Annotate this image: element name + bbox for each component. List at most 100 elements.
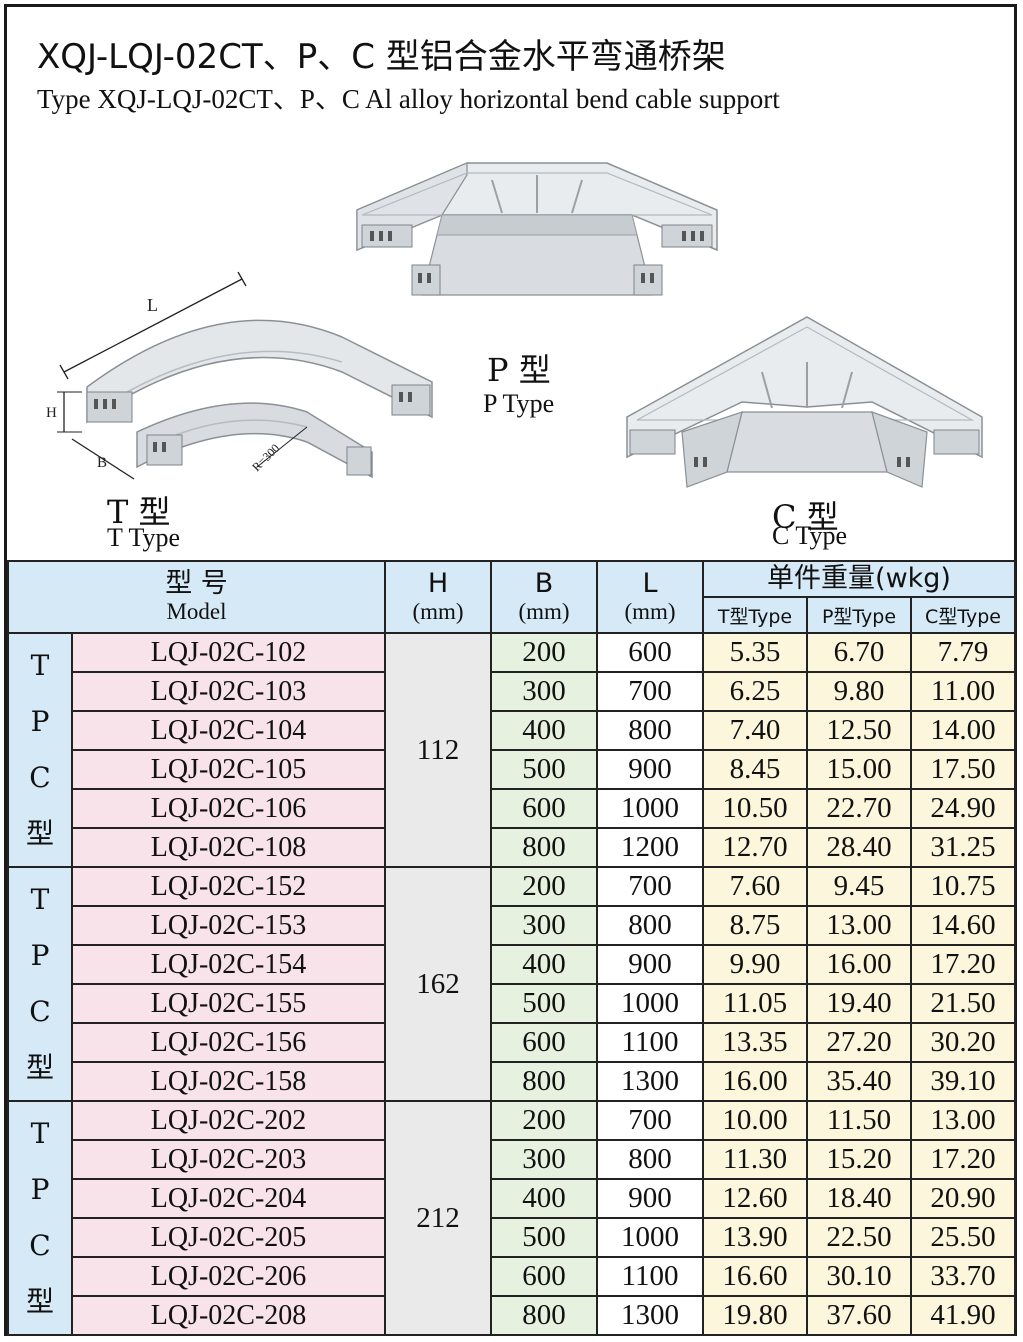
b-cell: 300 (490, 671, 598, 712)
b-cell: 800 (490, 827, 598, 868)
group-label-char: 型 (25, 817, 54, 850)
t-weight-cell: 13.90 (702, 1217, 808, 1258)
t-weight-cell: 10.50 (702, 788, 808, 829)
group-label-char: C (29, 995, 51, 1028)
model-header: 型 号 Model (7, 560, 386, 634)
weight-header: 单件重量(wkg) (701, 560, 1017, 598)
c-weight-cell: 17.20 (909, 944, 1017, 985)
dim-h-label: H (46, 405, 57, 421)
dim-b-label: B (97, 455, 107, 471)
p-weight-cell: 15.20 (806, 1139, 912, 1180)
p-type-illustration (356, 162, 718, 296)
l-cell: 700 (596, 1100, 704, 1141)
model-cell: LQJ-02C-205 (71, 1217, 386, 1258)
t-weight-cell: 11.05 (702, 983, 808, 1024)
model-cell: LQJ-02C-203 (71, 1139, 386, 1180)
p-weight-cell: 15.00 (806, 749, 912, 790)
p-weight-cell: 19.40 (806, 983, 912, 1024)
c-type-weight-header: C型Type (909, 596, 1017, 634)
b-cell: 200 (490, 1100, 598, 1141)
c-weight-cell: 41.90 (909, 1295, 1017, 1336)
group-label-char: 型 (25, 1051, 54, 1084)
l-cell: 1100 (596, 1022, 704, 1063)
b-cell: 500 (490, 983, 598, 1024)
t-weight-cell: 5.35 (702, 632, 808, 673)
model-cell: LQJ-02C-105 (71, 749, 386, 790)
p-weight-cell: 9.45 (806, 866, 912, 907)
t-weight-cell: 11.30 (702, 1139, 808, 1180)
c-weight-cell: 14.00 (909, 710, 1017, 751)
l-cell: 1300 (596, 1295, 704, 1336)
c-weight-cell: 10.75 (909, 866, 1017, 907)
group-label-char: P (30, 705, 50, 738)
p-weight-cell: 30.10 (806, 1256, 912, 1297)
model-header-cn: 型 号 (165, 568, 228, 599)
l-cell: 800 (596, 905, 704, 946)
t-weight-cell: 12.70 (702, 827, 808, 868)
c-weight-cell: 39.10 (909, 1061, 1017, 1102)
model-cell: LQJ-02C-208 (71, 1295, 386, 1336)
t-weight-cell: 6.25 (702, 671, 808, 712)
model-cell: LQJ-02C-156 (71, 1022, 386, 1063)
group-label-char: 型 (25, 1285, 54, 1318)
h-header-unit: (mm) (412, 599, 464, 624)
c-weight-cell: 17.20 (909, 1139, 1017, 1180)
p-weight-cell: 9.80 (806, 671, 912, 712)
p-weight-cell: 35.40 (806, 1061, 912, 1102)
h-header-label: H (427, 568, 449, 599)
p-weight-cell: 18.40 (806, 1178, 912, 1219)
t-type-weight-header: T型Type (702, 596, 808, 634)
spec-table: 型 号 Model H (mm) B (mm) L (mm) 单件重量(wkg) (7, 560, 1017, 1336)
t-weight-cell: 7.40 (702, 710, 808, 751)
c-weight-cell: 13.00 (909, 1100, 1017, 1141)
l-cell: 800 (596, 710, 704, 751)
p-weight-cell: 37.60 (806, 1295, 912, 1336)
b-cell: 200 (490, 632, 598, 673)
h-cell: 112 (384, 632, 492, 868)
model-cell: LQJ-02C-155 (71, 983, 386, 1024)
l-header: L (mm) (596, 560, 704, 634)
b-cell: 300 (490, 1139, 598, 1180)
h-header: H (mm) (384, 560, 492, 634)
group-label-char: T (30, 649, 50, 682)
page-title: XQJ-LQJ-02CT、P、C 型铝合金水平弯通桥架 (37, 37, 726, 77)
b-cell: 200 (490, 866, 598, 907)
model-cell: LQJ-02C-152 (71, 866, 386, 907)
p-weight-cell: 22.50 (806, 1217, 912, 1258)
dim-r-label: R=300 (249, 441, 282, 474)
l-cell: 800 (596, 1139, 704, 1180)
b-cell: 400 (490, 944, 598, 985)
group-label-char: P (30, 939, 50, 972)
group-label-char: C (29, 1229, 51, 1262)
b-cell: 400 (490, 710, 598, 751)
l-cell: 900 (596, 944, 704, 985)
c-weight-cell: 25.50 (909, 1217, 1017, 1258)
header-row-2: T型Type P型Type C型Type (8, 596, 1017, 634)
l-cell: 1000 (596, 983, 704, 1024)
t-type-label-en: T Type (107, 523, 181, 552)
header-row-1: 型 号 Model H (mm) B (mm) L (mm) 单件重量(wkg) (7, 560, 1017, 634)
l-cell: 600 (596, 632, 704, 673)
p-weight-cell: 27.20 (806, 1022, 912, 1063)
group-label-char: T (30, 1117, 50, 1150)
group-label-char: C (29, 761, 51, 794)
t-weight-cell: 16.00 (702, 1061, 808, 1102)
l-header-unit: (mm) (624, 599, 676, 624)
b-header: B (mm) (490, 560, 598, 634)
b-cell: 500 (490, 1217, 598, 1258)
l-cell: 700 (596, 866, 704, 907)
l-cell: 900 (596, 1178, 704, 1219)
